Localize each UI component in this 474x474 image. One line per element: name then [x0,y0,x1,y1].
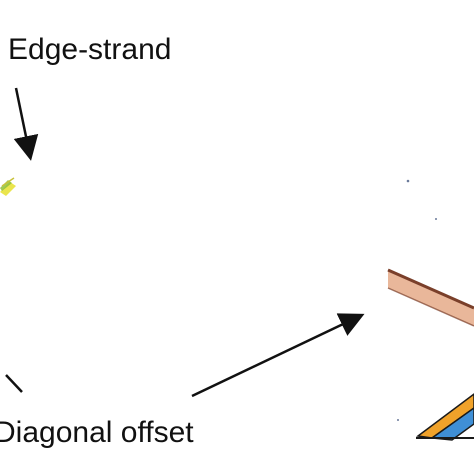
stacked-blocks [416,393,474,441]
edge-strand-label: Edge-strand [8,33,172,66]
diagonal-offset-label: Diagonal offset [0,416,194,449]
edge-strand-arrow [13,87,39,161]
specks [397,179,437,421]
diagonal-offset-pointer-left [5,374,23,393]
diagonal-offset-arrow [191,313,365,398]
edge-strand-fragment [0,177,16,196]
peach-band [387,268,474,327]
